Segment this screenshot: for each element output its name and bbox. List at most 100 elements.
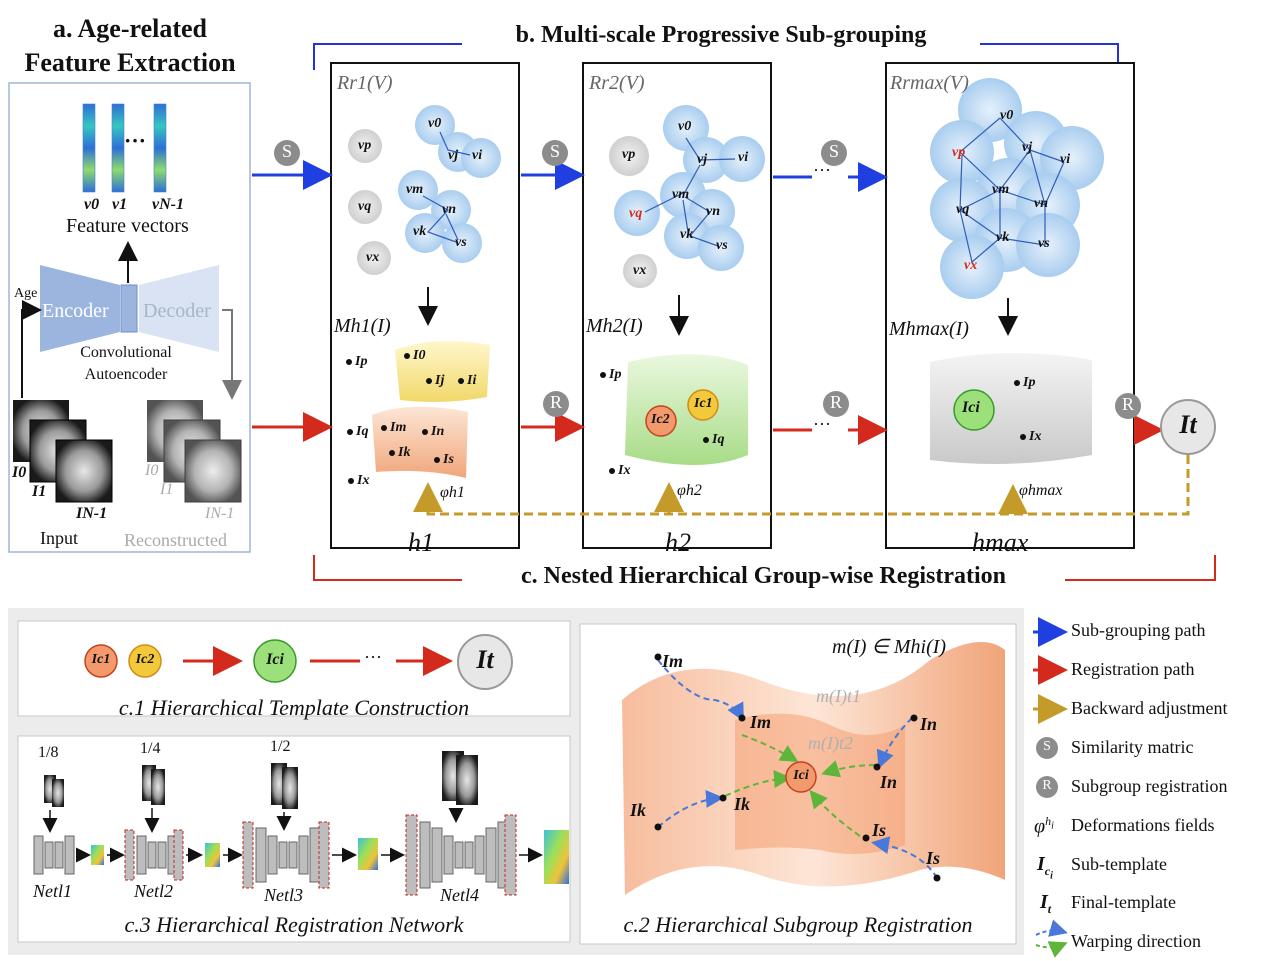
h2-node-vn: vn xyxy=(706,204,720,219)
reconstructed-brain-stack xyxy=(147,400,242,503)
panel-a-title-line1: a. Age-related xyxy=(52,14,208,43)
s-badge-1 xyxy=(274,140,300,166)
h2-green-field xyxy=(625,354,748,465)
hmax-node-vq: vq xyxy=(956,202,970,217)
h2-r-label: Rr2(V) xyxy=(589,72,645,94)
red-dots: ··· xyxy=(813,414,831,434)
c1-caption: c.1 Hierarchical Template Construction xyxy=(118,695,470,720)
c2-template-ici xyxy=(785,761,817,793)
legend-ici-symbol: Ici xyxy=(1037,853,1053,882)
h1-node-vn: vn xyxy=(442,202,456,217)
h1-node-vp: vp xyxy=(358,138,372,153)
decoder-shape xyxy=(139,265,219,352)
h1-node-vm: vm xyxy=(406,182,424,197)
hmax-r-label: Rrmax(V) xyxy=(890,72,969,94)
h2-m-label: Mh2(I) xyxy=(586,315,643,337)
r-badge-3-text: R xyxy=(1121,394,1134,414)
h1-yellow-field xyxy=(395,341,490,402)
c3-caption: c.3 Hierarchical Registration Network xyxy=(124,912,464,937)
c1-dots: ··· xyxy=(364,647,382,667)
c2-point-ik-2: Ik xyxy=(734,794,751,814)
feature-dots: ··· xyxy=(124,128,147,153)
legend-warp-arrows xyxy=(1035,919,1068,937)
c2-t1: m(I)t1 xyxy=(816,686,861,706)
legend-it-symbol: It xyxy=(1040,891,1052,916)
hmax-phi: φhmax xyxy=(1019,482,1063,499)
h1-img-ii: Ii xyxy=(467,373,477,388)
hmax-node-graph xyxy=(930,78,1104,299)
r-badge-1 xyxy=(543,391,569,417)
age-label: Age xyxy=(14,286,38,301)
input-caption: Input xyxy=(40,528,78,548)
h2-img-ix: Ix xyxy=(618,463,631,478)
hmax-m-label: Mhmax(I) xyxy=(889,318,969,340)
h1-node-vj: vj xyxy=(448,148,459,163)
h2-node-vp: vp xyxy=(622,147,636,162)
hmax-node-vk: vk xyxy=(996,230,1010,245)
h2-node-vs: vs xyxy=(716,238,728,253)
h1-r-label: Rr1(V) xyxy=(337,72,393,94)
r-badge-3 xyxy=(1115,393,1141,419)
blue-dots: ··· xyxy=(813,160,831,180)
hmax-node-vm: vm xyxy=(992,182,1010,197)
legend-registration: Registration path xyxy=(1071,659,1195,679)
r-badge-2 xyxy=(823,391,849,417)
hmax-img-ix: Ix xyxy=(1029,429,1042,444)
h2-node-vj: vj xyxy=(697,152,708,167)
input-label-in1: IN-1 xyxy=(76,505,108,522)
autoencoder-line1: Convolutional xyxy=(80,344,172,361)
c1-node-ici xyxy=(253,639,297,683)
c1-label-it: It xyxy=(476,645,494,674)
feature-vector-bars xyxy=(82,103,167,193)
h1-img-in: In xyxy=(431,424,445,439)
hmax-img-ip: Ip xyxy=(1023,375,1036,390)
h2-template-ic1 xyxy=(687,389,719,421)
h1-img-im: Im xyxy=(390,420,407,435)
c1-label-ic2: Ic2 xyxy=(135,652,155,667)
c2-point-in-1: In xyxy=(920,714,938,734)
autoencoder-line2: Autoencoder xyxy=(84,366,168,383)
c2-point-ik-1: Ik xyxy=(630,800,647,820)
c2-formula: m(I) ∈ Mhi(I) xyxy=(832,636,947,658)
legend-sub-template: Sub-template xyxy=(1071,854,1167,874)
h2-node-vm: vm xyxy=(672,187,690,202)
feature-caption: Feature vectors xyxy=(66,215,189,237)
c2-point-is-2: Is xyxy=(926,848,941,868)
h1-node-vs: vs xyxy=(455,235,467,250)
c3-net-3: Netl3 xyxy=(264,885,303,905)
s-badge-2 xyxy=(542,140,568,166)
panel-a-title-line2: Feature Extraction xyxy=(24,48,236,77)
legend-sub-grouping: Sub-grouping path xyxy=(1071,620,1206,640)
hmax-node-vs: vs xyxy=(1038,236,1050,251)
h2-node-vx: vx xyxy=(633,263,647,278)
h2-node-vk: vk xyxy=(680,227,694,242)
c2-caption: c.2 Hierarchical Subgroup Registration xyxy=(623,912,973,937)
h1-node-vi: vi xyxy=(472,148,483,163)
reconstructed-caption: Reconstructed xyxy=(124,530,227,550)
legend-s-badge xyxy=(1036,737,1058,759)
s-badge-3 xyxy=(821,140,847,166)
reconstructed-label-in1: IN-1 xyxy=(205,505,235,522)
panel-c-title: c. Nested Hierarchical Group-wise Regist… xyxy=(520,563,1007,589)
c3-scale-1-2: 1/2 xyxy=(270,738,291,755)
legend-phi-symbol: φhi xyxy=(1034,814,1054,838)
hmax-label: hmax xyxy=(972,528,1029,557)
legend-r-text: R xyxy=(1042,778,1052,793)
hmax-node-v0: v0 xyxy=(1000,108,1014,123)
c3-network xyxy=(33,751,569,896)
h1-img-is: Is xyxy=(443,452,454,467)
c3-scale-1-8: 1/8 xyxy=(38,744,59,761)
h2-img-ic2: Ic2 xyxy=(651,412,670,427)
h1-img-ip: Ip xyxy=(355,354,368,369)
c1-label-ici: Ici xyxy=(266,651,284,668)
c2-point-im-1: Im xyxy=(662,651,684,671)
hmax-node-vi: vi xyxy=(1060,152,1071,167)
final-template-label: It xyxy=(1179,410,1197,439)
encoder-label: Encoder xyxy=(42,300,109,322)
c1-node-ic1 xyxy=(84,644,118,678)
panel-c-bracket xyxy=(313,555,1216,581)
h1-node-vq: vq xyxy=(358,199,372,214)
h1-img-ix: Ix xyxy=(357,473,370,488)
c3-scale-1-4: 1/4 xyxy=(140,740,161,757)
